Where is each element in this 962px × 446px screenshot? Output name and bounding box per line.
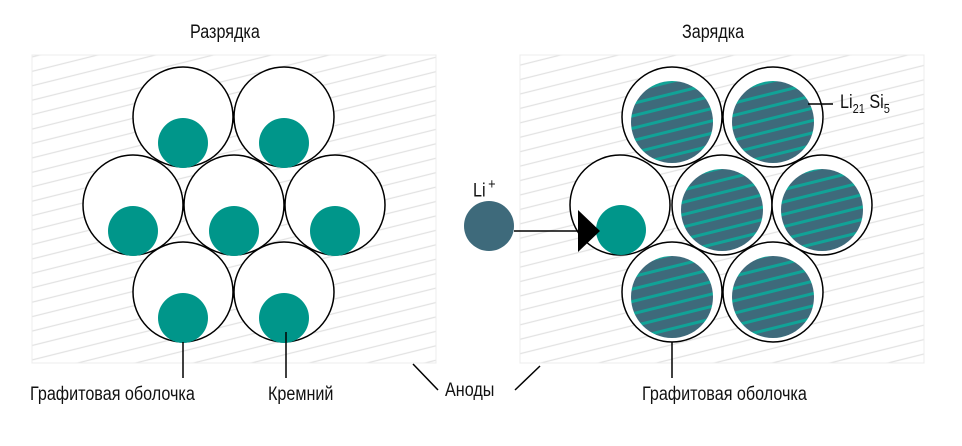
ion-arrow-head — [578, 210, 600, 252]
lithiated-silicon-core — [781, 169, 863, 251]
lithiated-silicon-core — [681, 169, 763, 251]
li-ion-label: Li+ — [473, 176, 496, 202]
silicon-core — [158, 118, 208, 168]
li-ion — [464, 201, 514, 251]
alloy-li-sub: 21 — [852, 100, 865, 116]
title-charge: Зарядка — [682, 22, 745, 43]
leader-anode-left — [412, 363, 439, 391]
silicon-core — [259, 118, 309, 168]
alloy-label: Li21 Si5 — [840, 92, 890, 116]
silicon-core — [310, 206, 360, 256]
li-ion-text: Li — [473, 180, 486, 202]
label-graphite-shell-right: Графитовая оболочка — [642, 384, 807, 405]
alloy-si: Si — [869, 92, 884, 113]
label-silicon: Кремний — [268, 384, 334, 405]
lithiated-silicon-core — [631, 256, 713, 338]
lithiated-silicon-core — [732, 256, 814, 338]
lithiated-silicon-core — [732, 81, 814, 163]
silicon-core — [158, 293, 208, 343]
li-ion-charge: + — [488, 176, 496, 193]
title-discharge: Разрядка — [190, 22, 260, 43]
label-graphite-shell-left: Графитовая оболочка — [30, 384, 195, 405]
leader-anode-right — [514, 365, 541, 391]
silicon-core — [108, 206, 158, 256]
alloy-li: Li — [840, 92, 853, 113]
lithiated-silicon-core — [631, 81, 713, 163]
silicon-core — [209, 206, 259, 256]
alloy-si-sub: 5 — [883, 100, 890, 116]
charged-particles — [569, 66, 873, 343]
discharged-particles — [82, 66, 386, 343]
label-anodes: Аноды — [445, 380, 495, 401]
silicon-core — [596, 205, 646, 255]
silicon-core — [259, 293, 309, 343]
